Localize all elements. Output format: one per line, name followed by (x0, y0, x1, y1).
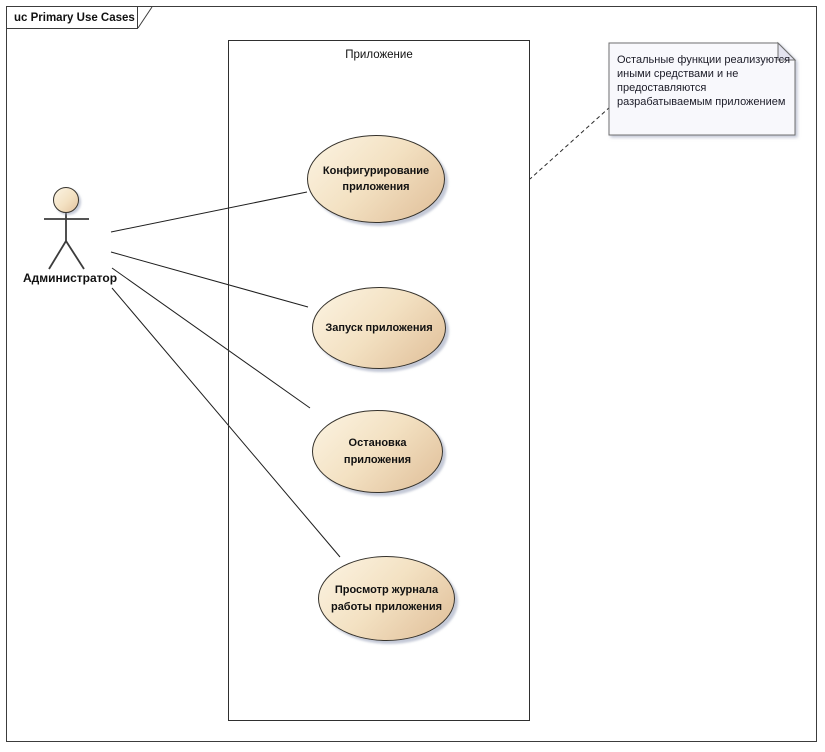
system-boundary-label: Приложение (345, 49, 413, 61)
note-text: Остальные функции реализуются иными сред… (617, 54, 791, 108)
usecase-label: Остановка приложения (343, 437, 412, 466)
frame-title: uc Primary Use Cases (14, 11, 135, 24)
usecase-view-log[interactable]: Просмотр журнала работы приложения (318, 556, 455, 641)
system-boundary[interactable]: Приложение (228, 40, 530, 721)
frame-tab-diagonal (137, 6, 153, 29)
usecase-label: Просмотр журнала работы приложения (330, 584, 443, 613)
association-actor-stop[interactable] (111, 267, 311, 409)
usecase-label: Конфигурирование приложения (322, 164, 430, 194)
usecase-start-application[interactable]: Запуск приложения (312, 287, 446, 369)
association-actor-start[interactable] (110, 251, 309, 308)
association-actor-configure[interactable] (110, 191, 308, 233)
actor-label: Администратор (22, 271, 118, 285)
note[interactable] (608, 41, 800, 141)
association-actor-viewlog[interactable] (111, 287, 341, 558)
note-body[interactable] (608, 42, 796, 136)
diagram-frame (6, 6, 817, 742)
usecase-configure-application[interactable]: Конфигурирование приложения (307, 135, 445, 223)
usecase-stop-application[interactable]: Остановка приложения (312, 410, 443, 493)
actor-head-icon[interactable] (53, 187, 79, 213)
note-link-dashed-line[interactable] (529, 106, 611, 180)
actor-figure-icon (44, 213, 89, 270)
note-fold-corner-icon (777, 41, 797, 61)
frame-tab: uc Primary Use Cases (6, 6, 138, 29)
usecase-label: Запуск приложения (325, 321, 433, 334)
